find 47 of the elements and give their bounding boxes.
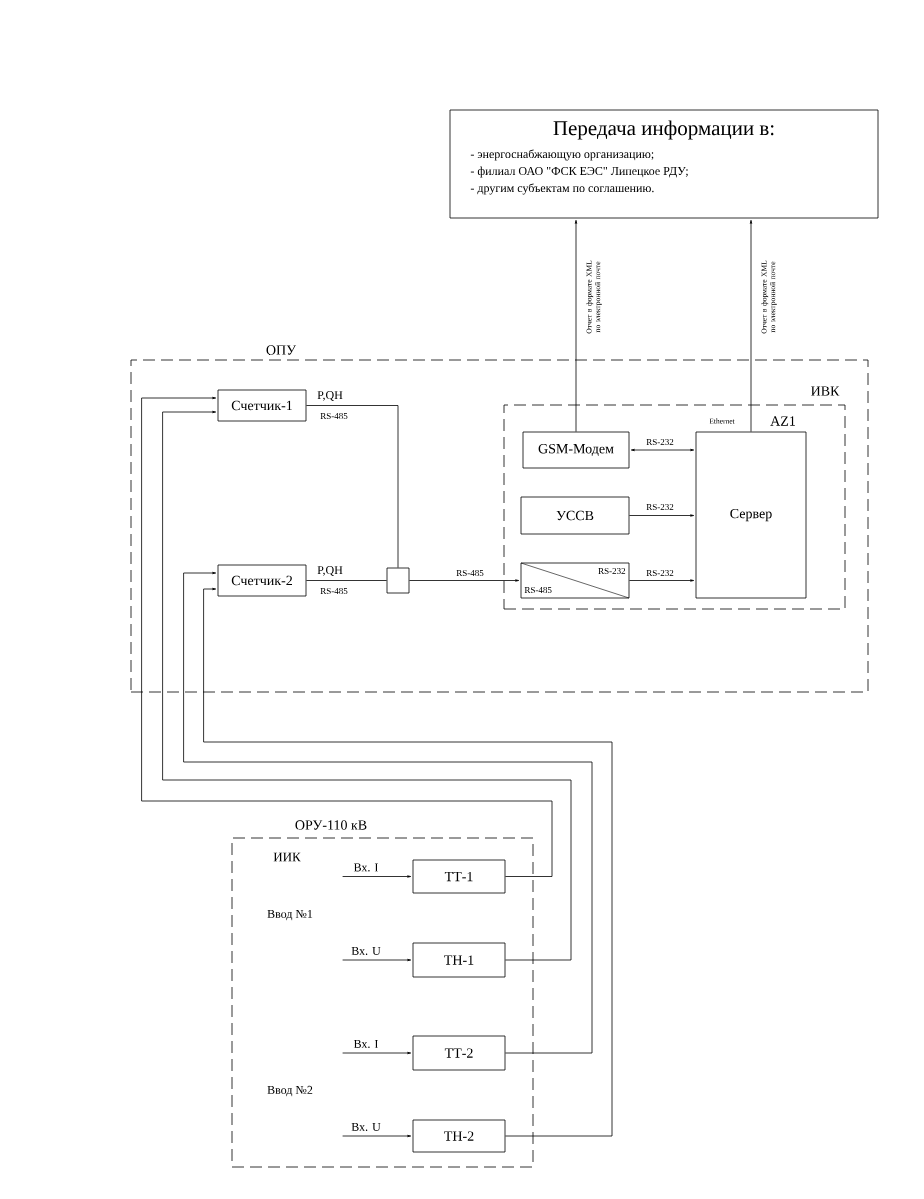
device-box: ТН-1 [412,942,506,978]
junction-box [386,567,410,594]
edge-label: Вх. U [350,946,382,956]
connector [162,410,572,961]
signal-label: P,QH [317,391,343,401]
frame-label: ОРУ-110 кВ [295,820,367,830]
edge-label: RS-232 [645,503,675,512]
edge-label: Вх. I [352,862,380,873]
edge-label: Вх. I [352,1039,380,1049]
connector [629,579,695,582]
connector [574,219,578,432]
edge-label: RS-485 [319,411,349,421]
connector [306,405,399,568]
connector [629,514,695,517]
edge-label: RS-485 [319,586,349,596]
device-box: Сервер [695,431,807,599]
connector [141,396,553,877]
info-box: Передача информации в: - энергоснабжающую организацию; - филиал ОАО "ФСК ЕЭС" Липецкое РДУ; - другим субъектам по соглашению. [449,109,879,219]
device-box: Счетчик-2 [217,564,307,597]
edge-label: RS-485 [455,568,485,578]
connector [306,580,387,581]
device-box: ТН-2 [412,1119,506,1153]
connector [342,958,412,962]
input-label: Ввод №1 [267,909,313,921]
connector [749,219,753,432]
group-label: ИИК [273,852,301,862]
device-box: УССВ [520,496,630,535]
edge-label: RS-232 [645,569,675,578]
frame-label: ИВК [811,386,840,396]
connector [183,571,593,1054]
connector [409,579,520,582]
edge-label: RS-232 [645,438,675,447]
connector [203,587,613,1137]
signal-label: P,QH [317,566,343,576]
device-box: GSM-Модем [522,431,630,469]
device-box: ТТ-1 [412,859,506,894]
connector [342,875,412,878]
device-box: ТТ-2 [412,1035,506,1071]
device-box: Счетчик-1 [217,389,307,422]
frame-label: ОПУ [266,345,297,355]
converter-box: RS-232 RS-485 [520,562,630,599]
input-label: Ввод №2 [267,1085,313,1097]
connector [342,1134,412,1138]
connector [630,448,695,452]
designation-label: AZ1 [770,416,795,426]
connector [342,1051,412,1055]
edge-label: Вх. U [350,1122,382,1133]
